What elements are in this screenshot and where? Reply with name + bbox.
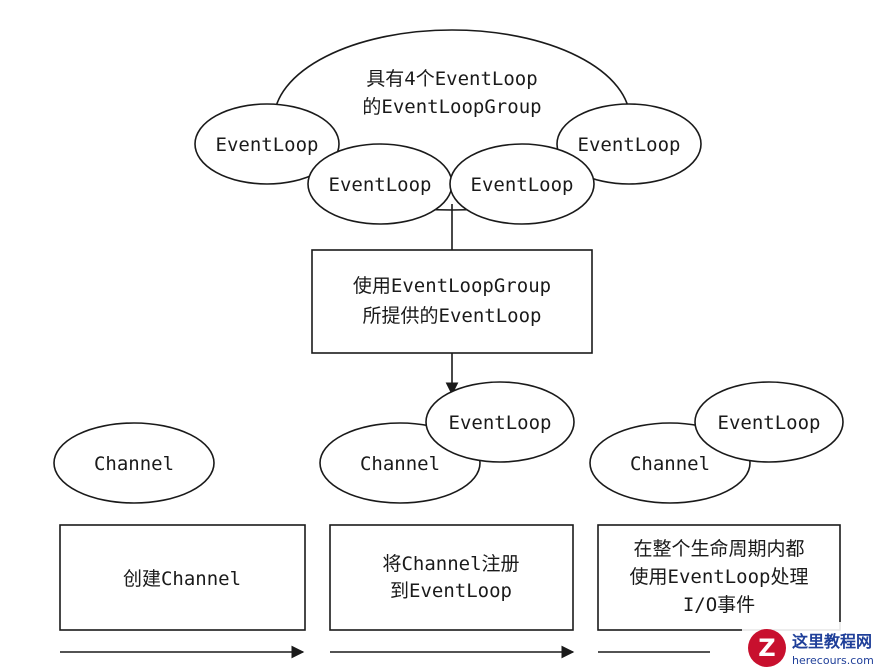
stage2-channel-label: Channel [360, 453, 440, 475]
group-eventloop-1-label: EventLoop [216, 134, 319, 156]
group-eventloop-1 [194, 103, 340, 185]
stage3-channel-label: Channel [630, 453, 710, 475]
group-title-line2: 的EventLoopGroup [362, 96, 541, 118]
stage1-caption-box [59, 524, 306, 631]
group-eventloop-2-label: EventLoop [329, 174, 432, 196]
watermark-title: 这里教程网 [792, 632, 872, 651]
stage3-eventloop-ellipse [694, 381, 844, 463]
stage2-caption-line1: 将Channel注册 [382, 553, 519, 575]
stage3-caption-line1: 在整个生命周期内都 [633, 538, 804, 560]
group-title-line1: 具有4个EventLoop [366, 68, 537, 90]
group-eventloop-3-label: EventLoop [471, 174, 574, 196]
group-eventloop-4-label: EventLoop [578, 134, 681, 156]
stage3-caption-line3: I/O事件 [683, 594, 755, 616]
group-eventloop-3 [449, 143, 595, 225]
stage1-channel-ellipse [53, 422, 215, 504]
stage2-caption-line2: 到EventLoop [390, 580, 512, 602]
stage3-caption-line2: 使用EventLoop处理 [630, 566, 809, 588]
stage2-eventloop-ellipse [425, 381, 575, 463]
watermark-logo-icon [748, 629, 786, 667]
watermark-logo-letter: Z [758, 634, 775, 662]
stage2-caption-box [329, 524, 574, 631]
provider-box-line2: 所提供的EventLoop [363, 305, 542, 327]
stage3-eventloop-label: EventLoop [718, 412, 821, 434]
provider-box-line1: 使用EventLoopGroup [353, 275, 551, 297]
stage1-channel-label: Channel [94, 453, 174, 475]
watermark-url: herecours.com [792, 654, 874, 667]
watermark: Z 这里教程网 herecours.com [742, 622, 889, 672]
stage2-eventloop-label: EventLoop [449, 412, 552, 434]
group-eventloop-4 [556, 103, 702, 185]
stage1-caption-line1: 创建Channel [123, 568, 241, 590]
stage3-caption-box [597, 524, 841, 631]
provider-box [311, 249, 593, 354]
